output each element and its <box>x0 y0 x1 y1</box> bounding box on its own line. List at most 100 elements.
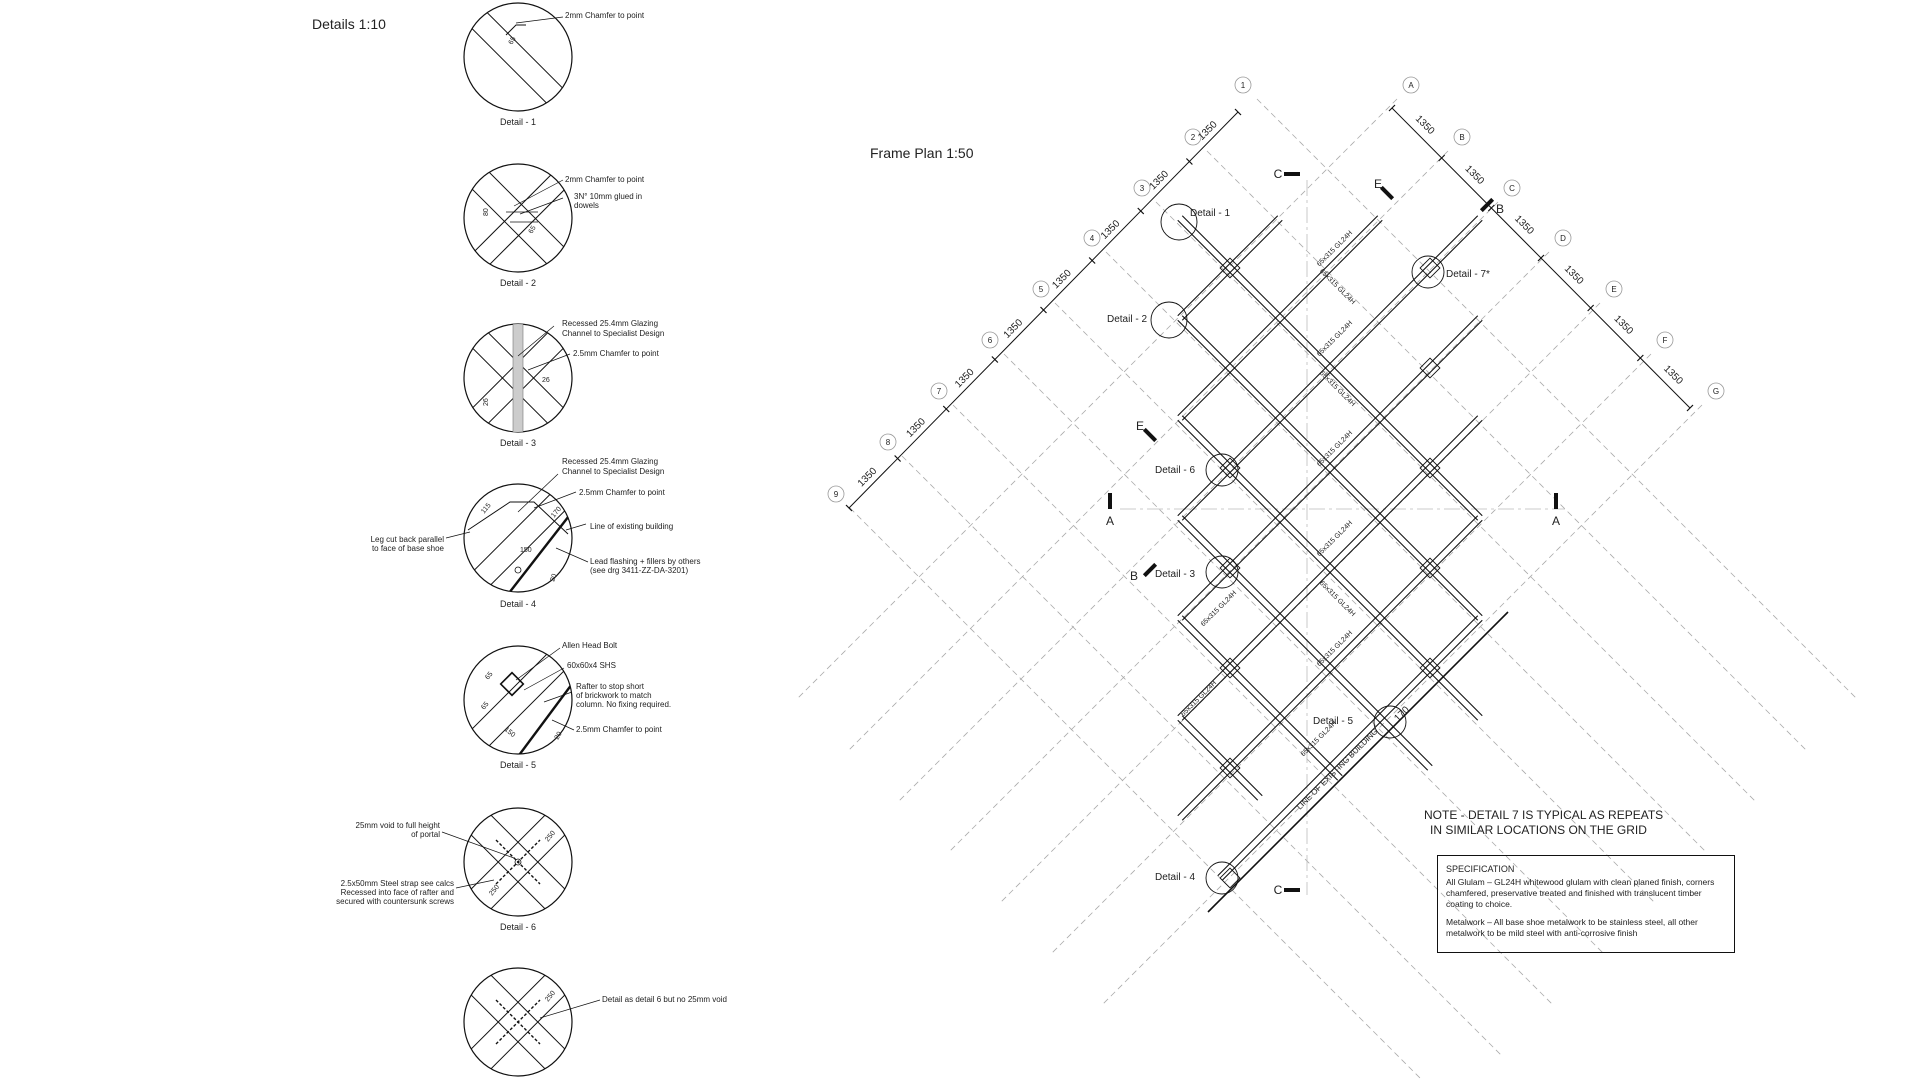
note-label: Lead flashing + fillers by others <box>590 557 701 566</box>
dimension-label: 1350 <box>904 416 928 440</box>
detail-content <box>464 646 572 754</box>
beam-edge <box>464 166 559 272</box>
connection-plate <box>1219 867 1241 889</box>
grid-number: 9 <box>834 490 839 499</box>
section-mark-label: A <box>1106 514 1114 528</box>
dimension-label: 1350 <box>856 465 880 489</box>
frame-plan-members <box>1177 215 1509 913</box>
connection-plate <box>1219 557 1241 579</box>
leader-line <box>441 831 515 859</box>
dim-label: 115 <box>480 502 493 515</box>
dimension-label: 1350 <box>1562 263 1586 287</box>
grid-letter: B <box>1459 133 1464 142</box>
dim-label: 20 <box>549 573 558 583</box>
note-label: dowels <box>574 201 599 210</box>
grid-line-numbered <box>1256 98 1858 700</box>
grid-bubble <box>879 433 897 451</box>
detail-callout-label: Detail - 1 <box>1190 208 1230 219</box>
dim-label: 26 <box>483 398 490 406</box>
dim-label: 20 <box>554 731 564 741</box>
beam-edge <box>470 164 572 272</box>
detail-callout-circle <box>1373 705 1407 739</box>
detail-callout-circle <box>1150 301 1188 339</box>
dimension-label: 1350 <box>1002 317 1026 341</box>
section-mark-bar <box>1142 562 1158 578</box>
glulam-rafter <box>1177 415 1479 717</box>
dimension-tick <box>1537 254 1545 262</box>
leader-line <box>555 547 589 563</box>
dim-label: 65 <box>480 701 490 712</box>
detail-caption: Detail - 1 <box>500 117 536 127</box>
glulam-rafter <box>1177 319 1479 621</box>
dim-label: 250 <box>544 830 557 844</box>
grid-line-numbered <box>952 404 1554 1006</box>
grid-line-numbered <box>1155 201 1757 803</box>
detail-caption: Detail - 2 <box>500 278 536 288</box>
dim-label: 150 <box>503 726 517 739</box>
note-label: Detail as detail 6 but no 25mm void <box>602 995 727 1004</box>
typical-note: NOTE - DETAIL 7 IS TYPICAL AS REPEATS IN… <box>1424 808 1663 838</box>
note-label: Channel to Specialist Design <box>562 329 664 338</box>
dimension-tick <box>1088 257 1096 264</box>
connection-plate <box>1419 657 1441 679</box>
member-label: 65x315 GL24H <box>1318 370 1356 408</box>
grid-line-numbered <box>1054 302 1656 904</box>
section-mark-bar <box>1379 185 1395 201</box>
member-label: 65x315 GL24H <box>1318 580 1356 618</box>
glulam-rafter <box>1181 219 1383 421</box>
details-title: Details 1:10 <box>312 16 386 32</box>
leader-line <box>527 353 571 371</box>
member-label: 65x315 GL24H <box>1316 230 1354 268</box>
note-label: Recessed 25.4mm Glazing <box>562 319 658 328</box>
glulam-rafter <box>1177 519 1429 771</box>
section-mark-bar <box>1284 888 1300 892</box>
note-label: Channel to Specialist Design <box>562 467 664 476</box>
leader-line <box>519 197 564 215</box>
grid-bubble <box>1133 179 1151 197</box>
grid-bubble <box>1083 229 1101 247</box>
dimension-label: 1350 <box>1196 119 1220 143</box>
dimension-tick <box>1040 306 1047 314</box>
grid-bubble <box>1656 331 1674 349</box>
connection-plate <box>1219 457 1241 479</box>
leader-line <box>517 473 559 513</box>
dimension-tick <box>1185 158 1193 165</box>
beam-edge <box>464 650 572 754</box>
section-mark-bar <box>1284 172 1300 176</box>
existing-building-line <box>501 511 572 592</box>
grid-line-numbered <box>1105 251 1707 853</box>
note-label: column. No fixing required. <box>576 700 671 709</box>
steel-strap <box>495 839 541 885</box>
detail-content <box>464 808 572 916</box>
note-label: (see drg 3411-ZZ-DA-3201) <box>590 566 688 575</box>
dimension-tick <box>1137 207 1145 215</box>
glulam-rafter <box>1177 215 1279 317</box>
section-mark-bar <box>1554 493 1558 509</box>
spec-metalwork: Metalwork – All base shoe metalwork to b… <box>1446 917 1698 938</box>
note-label: of portal <box>411 830 440 839</box>
detail-callout-label: Detail - 7* <box>1446 269 1490 280</box>
glulam-rafter <box>1177 719 1259 801</box>
dimension-tick <box>991 356 999 363</box>
glulam-rafter <box>1181 519 1483 821</box>
detail-callout-circle <box>1205 861 1239 895</box>
leader-line <box>455 879 495 889</box>
beam-edge <box>464 484 569 592</box>
grid-bubble <box>1402 76 1420 94</box>
glulam-rafter <box>1181 715 1263 797</box>
detail-callout-label: Detail - 2 <box>1107 314 1147 325</box>
grid-number: 4 <box>1090 234 1095 243</box>
grid-letter: F <box>1663 336 1668 345</box>
dimension-label: 1350 <box>1050 267 1074 291</box>
detail-circle <box>463 483 573 593</box>
dimension-tick <box>1234 108 1242 116</box>
leader-line <box>517 325 555 357</box>
glulam-rafter <box>1177 215 1379 417</box>
detail-caption: Detail - 5 <box>500 760 536 770</box>
grid-letter: E <box>1611 285 1616 294</box>
note-line-1: NOTE - DETAIL 7 IS TYPICAL AS REPEATS <box>1424 808 1664 822</box>
glulam-rafter <box>1181 615 1343 777</box>
